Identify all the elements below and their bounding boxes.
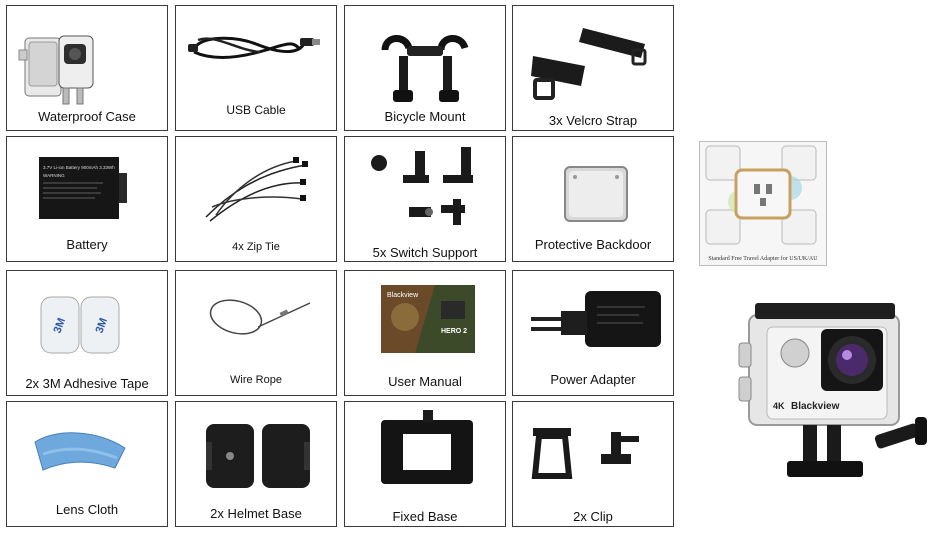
item-label: 3x Velcro Strap (548, 113, 638, 128)
item-protective-backdoor: Protective Backdoor (512, 136, 674, 262)
item-user-manual: Blackview HERO 2 User Manual (344, 270, 506, 396)
power-adapter-icon (531, 291, 661, 347)
action-camera-icon: 4K Blackview (738, 303, 927, 477)
item-adhesive-tape: 3M 3M 2x 3M Adhesive Tape (6, 270, 168, 396)
item-lens-cloth: Lens Cloth (6, 401, 168, 527)
item-label: Power Adapter (550, 372, 636, 387)
helmet-base-icon (206, 424, 310, 488)
item-label: Fixed Base (392, 509, 458, 524)
travel-adapter-panel: Standard Free Travel Adapter for US/UK/A… (699, 141, 827, 266)
item-label: Battery (66, 237, 108, 252)
item-label: 5x Switch Support (372, 245, 478, 260)
action-camera-product: 4K Blackview (725, 295, 940, 495)
clip-icon (531, 428, 639, 479)
item-helmet-base: 2x Helmet Base (175, 401, 337, 527)
item-label: 2x 3M Adhesive Tape (25, 376, 149, 391)
item-label: Waterproof Case (38, 109, 136, 124)
waterproof-case-icon (18, 35, 94, 105)
protective-backdoor-icon (564, 166, 628, 222)
item-label: 2x Clip (573, 509, 613, 524)
tape-mark: 3M (52, 316, 69, 334)
travel-adapter-caption: Standard Free Travel Adapter for US/UK/A… (708, 256, 818, 262)
travel-adapter-icon (705, 145, 817, 245)
item-label: Bicycle Mount (384, 109, 466, 124)
battery-warning-text: WARNING (43, 173, 65, 178)
velcro-strap-icon (531, 28, 647, 100)
item-waterproof-case: Waterproof Case (6, 5, 168, 131)
switch-support-icon (371, 147, 473, 225)
manual-model: HERO 2 (441, 328, 467, 335)
battery-icon: 3.7V Li-ion Battery 900mAh 3.33Wh WARNIN… (39, 157, 127, 219)
zip-tie-icon (205, 157, 308, 222)
item-label: Wire Rope (230, 374, 282, 386)
item-fixed-base: Fixed Base (344, 401, 506, 527)
item-label: 2x Helmet Base (210, 506, 302, 521)
item-label: Lens Cloth (55, 502, 119, 517)
item-label: Protective Backdoor (534, 237, 652, 252)
manual-brand: Blackview (387, 292, 419, 299)
item-wire-rope: Wire Rope (175, 270, 337, 396)
camera-brand: Blackview (791, 401, 840, 412)
item-velcro-strap: 3x Velcro Strap (512, 5, 674, 131)
camera-badge: 4K (773, 401, 785, 411)
item-battery: 3.7V Li-ion Battery 900mAh 3.33Wh WARNIN… (6, 136, 168, 262)
item-power-adapter: Power Adapter (512, 270, 674, 396)
bicycle-mount-icon (381, 35, 469, 102)
item-clip: 2x Clip (512, 401, 674, 527)
item-switch-support: 5x Switch Support (344, 136, 506, 262)
item-bicycle-mount: Bicycle Mount (344, 5, 506, 131)
usb-cable-icon (188, 36, 320, 59)
fixed-base-icon (381, 410, 473, 484)
user-manual-icon: Blackview HERO 2 (381, 285, 475, 353)
battery-spec-text: 3.7V Li-ion Battery 900mAh 3.33Wh (43, 165, 115, 170)
adhesive-tape-icon: 3M 3M (40, 296, 120, 354)
lens-cloth-icon (34, 432, 126, 471)
item-label: USB Cable (226, 103, 286, 117)
item-label: User Manual (388, 374, 462, 389)
item-zip-tie: 4x Zip Tie (175, 136, 337, 262)
item-label: 4x Zip Tie (232, 241, 280, 253)
wire-rope-icon (209, 299, 311, 335)
item-usb-cable: USB Cable (175, 5, 337, 131)
tape-mark: 3M (94, 316, 111, 334)
